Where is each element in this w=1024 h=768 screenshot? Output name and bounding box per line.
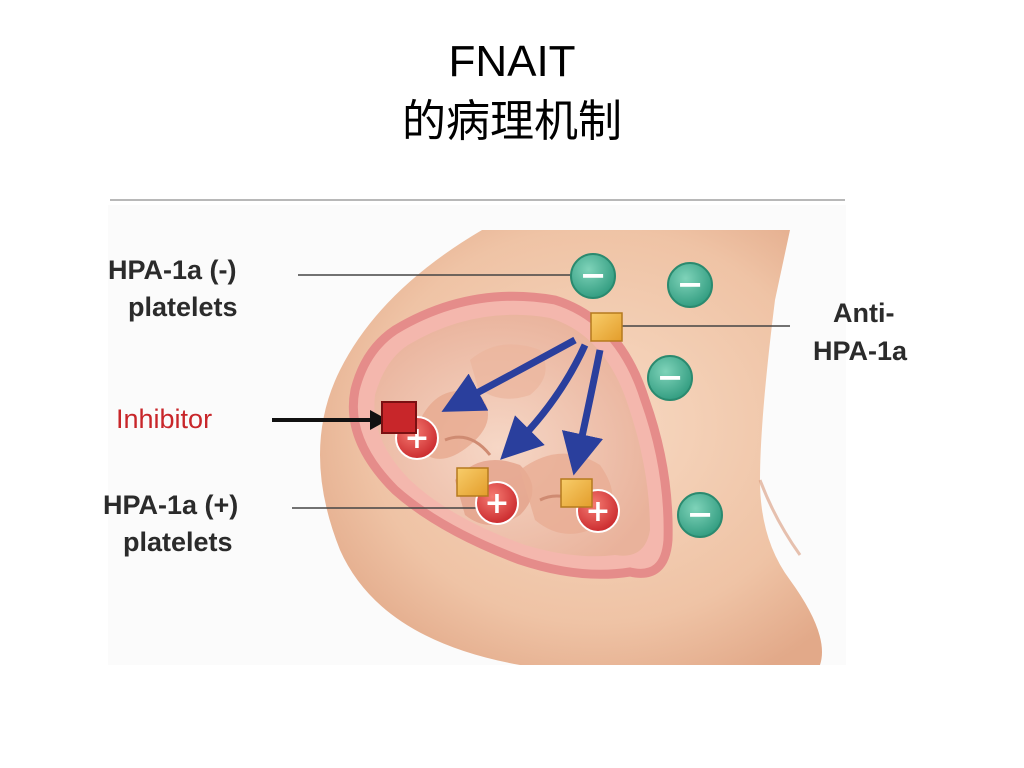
- label-hpa-pos-line1: HPA-1a (+): [103, 490, 238, 520]
- transfer-arrow-1: [441, 336, 577, 412]
- antibody-maternal: [590, 312, 623, 342]
- antibody-bound: [456, 467, 489, 497]
- transfer-arrow-2: [500, 343, 589, 460]
- label-anti-hpa-line1: Anti-: [833, 298, 894, 328]
- platelet-negative: −: [647, 355, 693, 401]
- antibody-transfer-arrows: [441, 336, 604, 476]
- title-pathomechanism: 的病理机制: [402, 96, 622, 147]
- title-fnait: FNAIT: [448, 37, 576, 86]
- labels: HPA-1a (-) platelets Anti- HPA-1a Inhibi…: [103, 255, 908, 557]
- platelet-negative: −: [570, 253, 616, 299]
- transfer-arrow-3: [561, 349, 604, 476]
- label-hpa-neg-line1: HPA-1a (-): [108, 255, 237, 285]
- label-hpa-pos-line2: platelets: [123, 527, 233, 557]
- pointer-lines: [272, 274, 790, 509]
- inhibitor-block: [381, 401, 417, 434]
- label-anti-hpa-line2: HPA-1a: [813, 336, 908, 366]
- minus-sign: −: [677, 265, 704, 303]
- platelet-negative: −: [667, 262, 713, 308]
- antibodies: [381, 312, 623, 508]
- maternal-platelets: − − − −: [570, 253, 723, 538]
- minus-sign: −: [580, 256, 607, 294]
- minus-sign: −: [657, 358, 684, 396]
- platelet-negative: −: [677, 492, 723, 538]
- inhibitor-arrow-head: [370, 410, 388, 430]
- antibody-bound: [560, 478, 593, 508]
- slide-title: FNAIT 的病理机制: [0, 36, 1024, 152]
- label-hpa-neg-line2: platelets: [128, 292, 238, 322]
- minus-sign: −: [687, 495, 714, 533]
- label-inhibitor: Inhibitor: [116, 404, 212, 434]
